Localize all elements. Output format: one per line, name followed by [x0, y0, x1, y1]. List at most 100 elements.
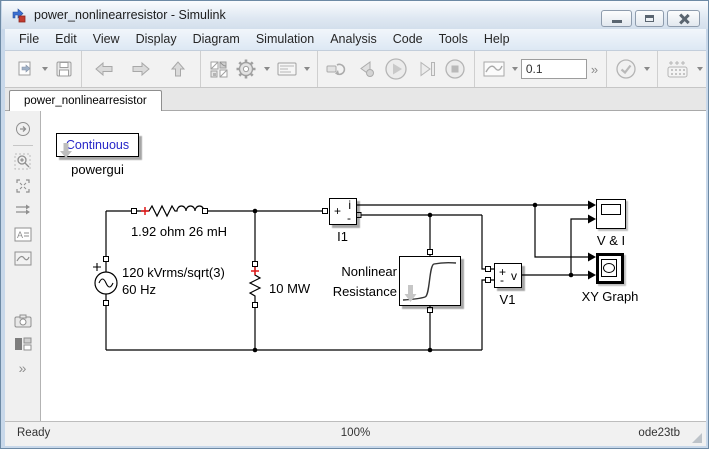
annotation-icon: A: [14, 227, 31, 241]
breakpoints-button[interactable]: [662, 55, 694, 83]
xy-graph-block[interactable]: [596, 253, 624, 284]
simulation-display-icon: [483, 61, 505, 77]
navigate-forward-button[interactable]: [123, 55, 160, 83]
wire-load-branch[interactable]: [248, 211, 262, 350]
status-bar: Ready 100% ode23tb: [5, 421, 706, 446]
voltage-measurement-block[interactable]: + - v: [494, 263, 522, 288]
i1-minus: -: [347, 211, 351, 225]
minimize-button[interactable]: [601, 10, 632, 27]
menu-item-simulation[interactable]: Simulation: [255, 32, 315, 46]
hide-browser-button[interactable]: [12, 119, 34, 139]
status-zoom: 100%: [340, 427, 371, 439]
run-icon: [385, 58, 407, 80]
annotation-button[interactable]: A: [12, 224, 34, 244]
toolbar-overflow-button[interactable]: »: [590, 61, 599, 77]
resize-grip[interactable]: [692, 433, 702, 443]
xy-graph-label: XY Graph: [581, 289, 639, 304]
new-model-button[interactable]: [13, 55, 39, 83]
screenshot-button[interactable]: [12, 310, 34, 330]
stop-button[interactable]: [440, 55, 470, 83]
viewmark-button[interactable]: [12, 248, 34, 268]
back-arrow-icon: [95, 61, 113, 77]
double-arrow-icon: [15, 204, 30, 215]
wire-v1-minus[interactable]: [481, 279, 494, 350]
tab-model[interactable]: power_nonlinearresistor: [9, 90, 162, 111]
model-canvas[interactable]: Continuous powergui + i - I1 Nonlinear R…: [41, 111, 706, 421]
v1-symbol: v: [511, 269, 517, 283]
powergui-block[interactable]: Continuous: [56, 133, 139, 158]
breakpoints-icon: [667, 61, 688, 78]
navigate-up-button[interactable]: [159, 55, 196, 83]
status-solver: ode23tb: [638, 427, 680, 439]
menu-item-diagram[interactable]: Diagram: [192, 32, 240, 46]
update-diagram-button[interactable]: [322, 55, 352, 83]
breakpoints-dropdown[interactable]: [696, 67, 703, 71]
i1-symbol: i: [348, 198, 351, 212]
model-settings-button[interactable]: [231, 55, 261, 83]
fit-to-view-button[interactable]: [12, 176, 34, 196]
svg-text:A: A: [17, 230, 23, 240]
simulation-display-button[interactable]: [479, 55, 509, 83]
model-explorer-dropdown[interactable]: [303, 67, 310, 71]
restore-button[interactable]: [635, 10, 664, 27]
step-back-button[interactable]: [352, 55, 380, 83]
palette-more-button[interactable]: »: [18, 360, 27, 376]
ac-source-block[interactable]: [93, 263, 118, 295]
nonlinear-label: Nonlinear Resistance: [332, 264, 397, 299]
menu-item-view[interactable]: View: [92, 32, 120, 46]
save-button[interactable]: [51, 55, 77, 83]
gear-icon: [236, 59, 256, 79]
save-icon: [56, 61, 72, 77]
load-label: 10 MW: [269, 281, 311, 296]
simulink-logo-icon: [12, 8, 26, 23]
xy-screen-icon: [601, 259, 617, 277]
i1-plus: +: [334, 204, 342, 218]
menu-bar: File Edit View Display Diagram Simulatio…: [5, 29, 706, 51]
menu-item-code[interactable]: Code: [392, 32, 423, 46]
library-browser-button[interactable]: [205, 55, 231, 83]
navigate-back-button[interactable]: [86, 55, 123, 83]
model-advisor-button[interactable]: [611, 55, 641, 83]
stop-time-input[interactable]: [520, 59, 587, 79]
simulation-display-dropdown[interactable]: [511, 67, 518, 71]
minimize-icon: [611, 20, 622, 23]
run-button[interactable]: [380, 55, 412, 83]
v1-minus: -: [500, 273, 504, 287]
library-blocks-button[interactable]: [12, 334, 34, 354]
menu-item-display[interactable]: Display: [135, 32, 177, 46]
model-settings-dropdown[interactable]: [263, 67, 270, 71]
window-title: power_nonlinearresistor - Simulink: [34, 8, 226, 22]
step-back-icon: [360, 61, 374, 77]
camera-icon: [14, 314, 31, 327]
new-model-icon: [18, 61, 31, 76]
left-palette: A »: [5, 111, 41, 421]
title-bar[interactable]: power_nonlinearresistor - Simulink: [2, 1, 708, 29]
menu-item-edit[interactable]: Edit: [55, 32, 77, 46]
signal-v-to-scope[interactable]: [570, 218, 588, 275]
scope-label: V & I: [596, 233, 626, 248]
step-forward-button[interactable]: [412, 55, 440, 83]
scope-block[interactable]: [596, 199, 626, 229]
source-label: 120 kVrms/sqrt(3) 60 Hz: [122, 265, 225, 297]
forward-arrow-icon: [132, 61, 150, 77]
menu-item-help[interactable]: Help: [483, 32, 510, 46]
menu-item-analysis[interactable]: Analysis: [330, 32, 377, 46]
new-model-dropdown[interactable]: [42, 67, 48, 71]
wire-series-rl-branch[interactable]: [106, 204, 325, 218]
wire-v1-plus[interactable]: [481, 215, 494, 270]
close-button[interactable]: [667, 10, 700, 27]
menu-item-tools[interactable]: Tools: [438, 32, 468, 46]
current-measurement-block[interactable]: + i -: [329, 198, 357, 225]
close-icon: [678, 13, 689, 24]
signal-i-to-xy[interactable]: [534, 205, 588, 258]
powergui-text: Continuous: [65, 138, 130, 152]
model-explorer-button[interactable]: [273, 55, 301, 83]
route-signals-button[interactable]: [12, 200, 34, 220]
model-explorer-icon: [277, 62, 297, 76]
menu-item-file[interactable]: File: [19, 32, 40, 46]
zoom-button[interactable]: [12, 152, 34, 172]
model-advisor-dropdown[interactable]: [644, 67, 651, 71]
nonlinear-resistance-block[interactable]: [399, 256, 461, 306]
v1-label: V1: [499, 292, 516, 307]
nonlinear-curve-icon: [402, 261, 457, 302]
